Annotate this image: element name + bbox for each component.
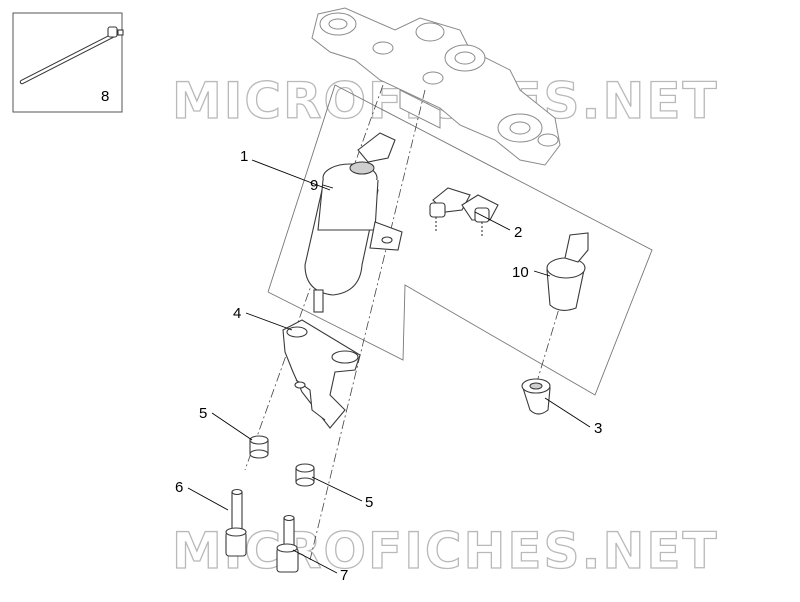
assembly-frame: [267, 84, 653, 396]
callout-6: 6: [175, 479, 183, 496]
watermark-bottom: MICROFICHES.NET: [172, 522, 719, 580]
callout-8: 8: [101, 88, 109, 105]
bolt-part-6: [225, 488, 247, 557]
keys-part-2: [429, 187, 499, 238]
cable-tie-drawing: [19, 26, 124, 85]
callout-4: 4: [233, 305, 241, 322]
axis-line-ignition: [309, 89, 426, 561]
nut-part-3: [521, 378, 551, 415]
top-yoke-ghost: [311, 7, 561, 166]
callout-2: 2: [514, 224, 522, 241]
bushing-part-5-right: [295, 463, 315, 487]
inset-box-part-8: [12, 12, 124, 113]
callout-10: 10: [512, 264, 529, 281]
callout-5-right: 5: [365, 494, 373, 511]
bracket-part-4: [282, 319, 361, 429]
bolt-part-7: [276, 514, 299, 573]
callout-5-left: 5: [199, 405, 207, 422]
ignition-switch-part-1: [304, 132, 403, 313]
callout-7: 7: [340, 567, 348, 584]
bushing-part-5-left: [249, 435, 269, 459]
leader-lines: [187, 159, 591, 574]
callout-9: 9: [310, 177, 318, 194]
callout-3: 3: [594, 420, 602, 437]
lock-barrel-part-10: [546, 232, 589, 311]
callout-1: 1: [240, 148, 248, 165]
